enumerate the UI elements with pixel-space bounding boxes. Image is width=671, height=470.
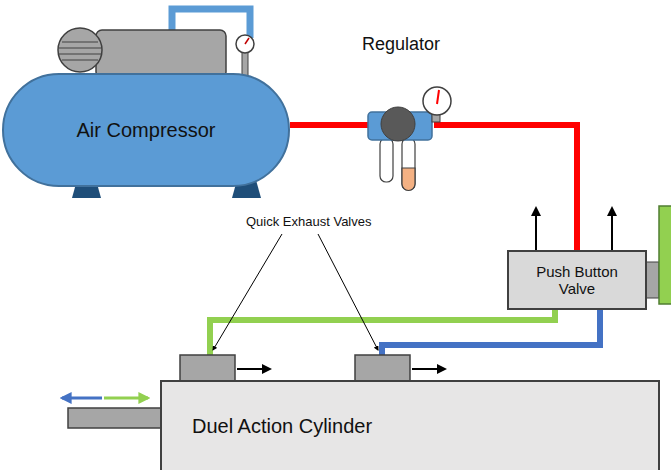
quick-exhaust-valve [180, 355, 235, 382]
regulator-bowl [380, 138, 393, 182]
node-text: Regulator [362, 34, 440, 55]
regulator: Regulator [368, 30, 434, 195]
regulator-gauge [423, 87, 451, 115]
exhaust-arrow [535, 208, 537, 250]
exhaust-arrow [237, 368, 270, 370]
callout-label: Quick Exhaust Valves [246, 214, 371, 229]
leader-line [318, 234, 378, 350]
gauge-needle [437, 90, 439, 104]
regulator-knob [381, 107, 415, 141]
motor-fan [58, 28, 102, 72]
exhaust-arrow [611, 208, 613, 250]
regulator-bowl [402, 138, 415, 190]
node-text: Air Compressor [77, 119, 216, 142]
tank-gauge [236, 35, 254, 53]
node-text: Duel Action Cylinder [192, 415, 372, 438]
push-button [659, 206, 671, 304]
node-text: Push Button Valve [519, 263, 635, 297]
leader-line [213, 234, 282, 350]
motor-housing [96, 30, 226, 78]
air-hose [290, 122, 368, 128]
piston-rod [68, 408, 162, 428]
exhaust-arrow [412, 368, 445, 370]
bowl-fluid [402, 168, 415, 191]
air-hose [434, 125, 577, 250]
push-button-valve: Push Button Valve [507, 250, 647, 310]
air-compressor-tank: Air Compressor [2, 73, 290, 187]
air-hose [382, 310, 600, 380]
retract-arrow [62, 397, 102, 400]
dual-action-cylinder: Duel Action Cylinder [160, 380, 660, 470]
fan-grille [59, 42, 101, 60]
gauge-needle [245, 38, 249, 44]
extend-arrow [104, 397, 148, 400]
quick-exhaust-valve [355, 355, 410, 382]
